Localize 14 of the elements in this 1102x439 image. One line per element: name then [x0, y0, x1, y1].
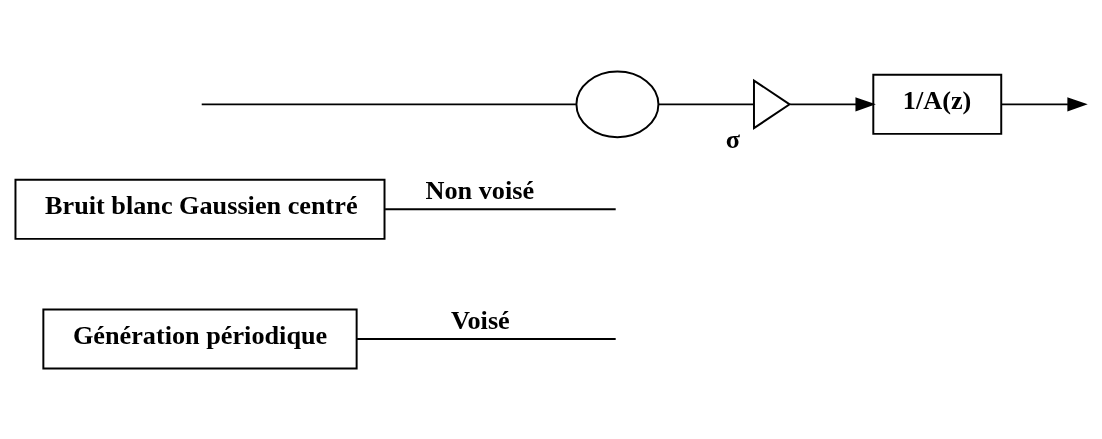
connector [657, 102, 755, 105]
connector [356, 337, 617, 340]
connector [200, 102, 577, 105]
edge-label: Non voisé [425, 175, 535, 205]
node-label: σ [725, 124, 740, 153]
node-circle [575, 70, 660, 138]
connector [384, 207, 617, 210]
node-box: Bruit blanc Gaussien centré [14, 178, 386, 240]
node-box: 1/A(z) [872, 73, 1003, 135]
edge-label: Voisé [450, 305, 510, 335]
arrow [1000, 96, 1088, 111]
node-triangle [753, 78, 792, 130]
arrow [789, 96, 876, 111]
node-box: Génération périodique [42, 307, 358, 369]
